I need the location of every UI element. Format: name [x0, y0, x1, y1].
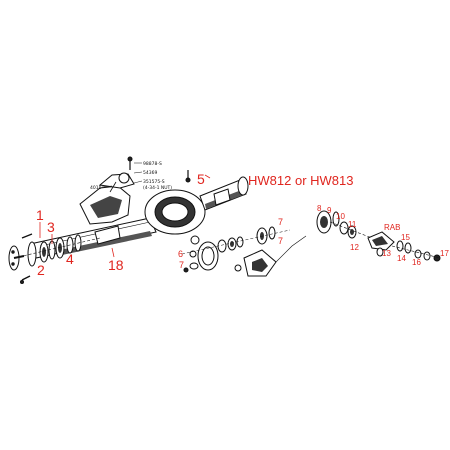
stud-lower: [21, 275, 31, 281]
bracket-boss: [118, 172, 130, 184]
callout-15: 15: [401, 233, 410, 242]
stud: [21, 233, 33, 239]
callout-3: 3: [47, 219, 55, 235]
label-351575: 351575-S: [143, 179, 165, 185]
callout-13: 13: [382, 249, 391, 258]
callout-7b: 7: [278, 217, 283, 227]
callout-5: 5: [197, 171, 205, 187]
callout-12: 12: [350, 243, 359, 252]
callout-4: 4: [66, 251, 74, 267]
callout-18: 18: [108, 257, 124, 273]
callout-17: 17: [440, 249, 449, 258]
callout-8: 8: [317, 204, 322, 213]
callout-11: 11: [348, 220, 357, 229]
pinion-bearing: [332, 211, 340, 227]
part-label-leaders: [101, 162, 143, 188]
nut-17: [433, 254, 441, 262]
spring-perch-left: [94, 225, 121, 245]
callout-7c: 7: [278, 236, 283, 246]
washer-6a: [190, 235, 200, 245]
axle-tube-shade: [60, 231, 152, 255]
washer-14: [396, 240, 404, 252]
part-labels: 98878-S 54369 351575-S (4-34-1 NUT) 4010: [90, 161, 172, 191]
callout-14: 14: [397, 254, 406, 263]
label-54369: 54369: [143, 170, 157, 176]
axle-flange: [27, 241, 37, 267]
brake-bracket-assembly: [79, 156, 135, 225]
pinion-parts: [316, 210, 441, 262]
callout-16: 16: [412, 258, 421, 267]
callout-10: 10: [336, 212, 345, 221]
callout-2: 2: [37, 262, 45, 278]
callouts: 1 2 3 4 5 6 7 7 7 8 9 10 11 12 13 14 15 …: [36, 171, 449, 278]
callout-9: 9: [327, 206, 332, 215]
flange-right: [237, 176, 249, 196]
washer-16: [414, 249, 422, 259]
callout-1: 1: [36, 207, 44, 223]
differential-parts: [181, 226, 307, 277]
washer-6b: [189, 250, 197, 258]
callout-rab: RAB: [384, 223, 400, 232]
left-hub-parts: [8, 233, 101, 284]
callout-6: 6: [178, 249, 183, 259]
bearing-cap: [217, 239, 227, 253]
callout-7a: 7: [179, 260, 184, 270]
spring-perch-right: [213, 188, 231, 206]
label-4010: 4010: [90, 185, 102, 191]
callout-leaders: [39, 174, 211, 258]
callout-hw812-hw813: HW812 or HW813: [248, 173, 353, 188]
label-nut: (4-34-1 NUT): [143, 185, 172, 191]
label-98878: 98878-S: [143, 161, 162, 167]
